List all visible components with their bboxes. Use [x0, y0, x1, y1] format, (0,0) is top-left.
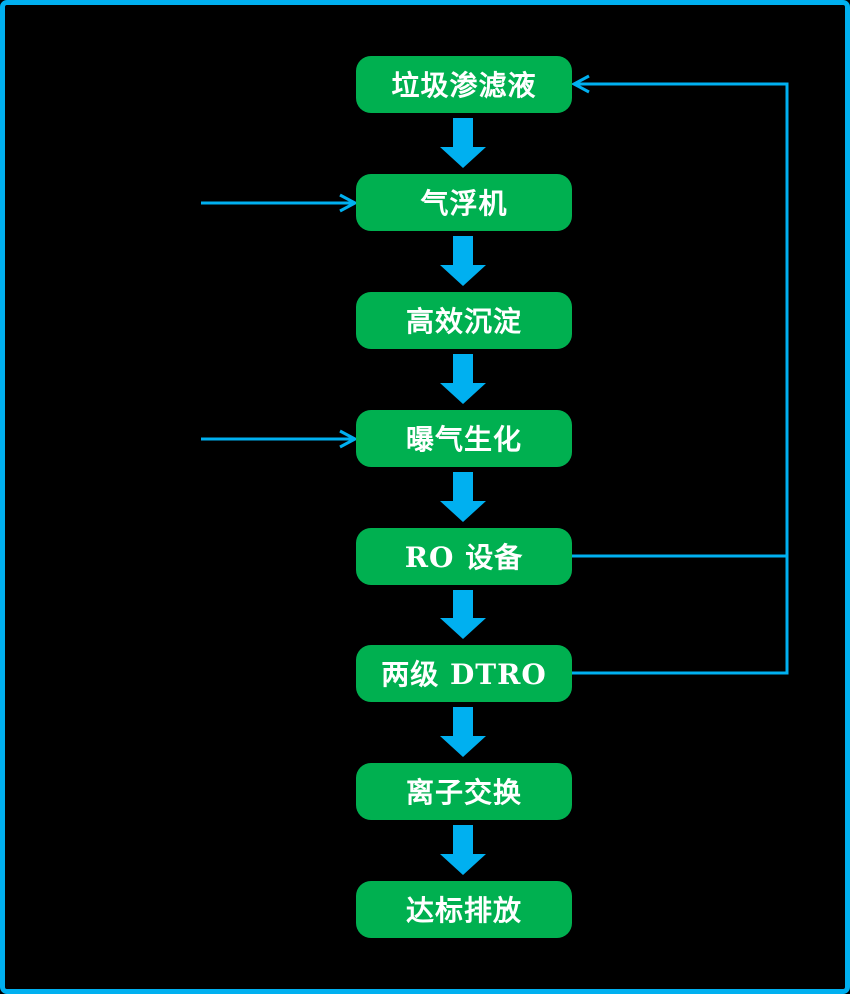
flow-node-leachate: 垃圾渗滤液: [356, 56, 572, 113]
down-arrow-3: [440, 354, 486, 404]
down-arrow-7: [440, 825, 486, 875]
flow-node-label: RO 设备: [404, 540, 524, 574]
input-arrowhead-air-flotation: [339, 193, 359, 213]
down-arrow-5: [440, 590, 486, 639]
input-arrowhead-aeration: [339, 429, 359, 449]
flow-node-label: 高效沉淀: [405, 304, 522, 338]
flow-node-sedimentation: 高效沉淀: [356, 292, 572, 349]
flow-node-dtro: 两级 DTRO: [356, 645, 572, 702]
flow-node-air-flotation: 气浮机: [356, 174, 572, 231]
flow-node-ro-unit: RO 设备: [356, 528, 572, 585]
flow-node-ion-exchange: 离子交换: [356, 763, 572, 820]
flow-node-label: 垃圾渗滤液: [391, 68, 537, 102]
connector-layer: [201, 74, 789, 875]
flow-node-label: 气浮机: [420, 186, 508, 220]
down-arrow-6: [440, 707, 486, 757]
down-arrow-4: [440, 472, 486, 522]
down-arrow-1: [440, 118, 486, 168]
flow-node-label: 达标排放: [405, 893, 522, 927]
flow-node-label: 曝气生化: [405, 422, 522, 456]
flow-node-discharge: 达标排放: [356, 881, 572, 938]
down-arrow-2: [440, 236, 486, 286]
feedback-line-dtro-return: [572, 82, 789, 675]
flow-block-arrows: [440, 118, 486, 875]
feedback-arrowhead-leachate: [570, 74, 590, 94]
flow-node-label: 离子交换: [405, 775, 522, 809]
flow-node-label: 两级 DTRO: [381, 657, 547, 691]
flow-node-aeration: 曝气生化: [356, 410, 572, 467]
